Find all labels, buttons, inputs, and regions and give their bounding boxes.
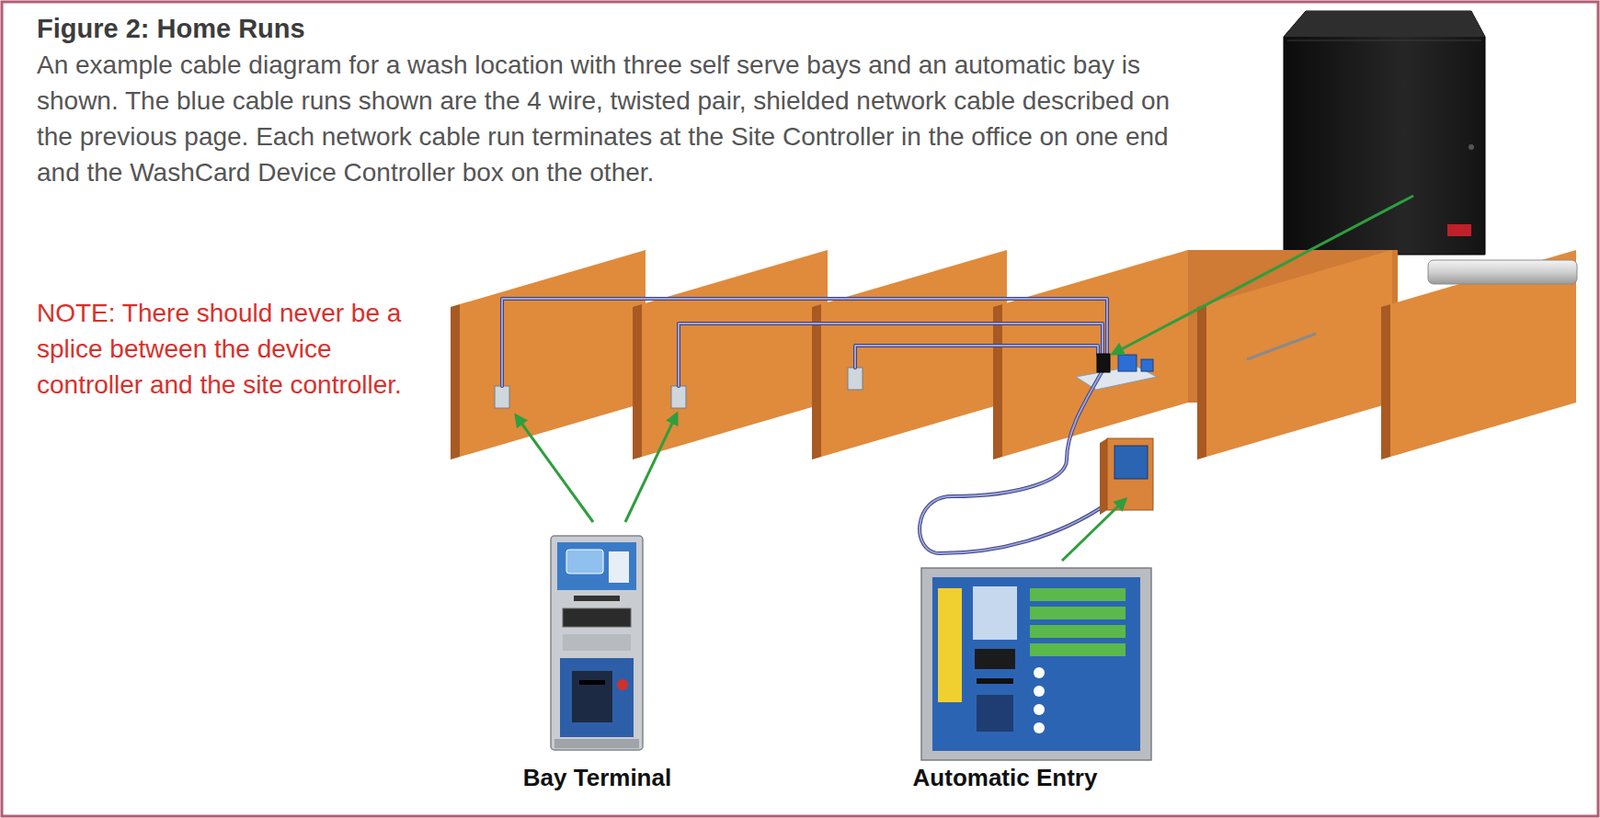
- bay-terminal-picture: [550, 536, 643, 751]
- wall: [811, 250, 1007, 460]
- network-cable: [502, 298, 1108, 387]
- pedestal-side: [1099, 438, 1108, 515]
- header-graphic: [608, 551, 629, 583]
- wash-option: [1029, 625, 1126, 639]
- pointer-arrow: [625, 413, 677, 523]
- equipment-box: [1118, 354, 1137, 372]
- device-controller: [494, 386, 510, 409]
- entry-button: [1033, 704, 1045, 716]
- entry-button: [1033, 722, 1045, 734]
- cabinet-seam: [1287, 40, 1482, 42]
- entry-frame: [921, 568, 1152, 761]
- wall-end: [632, 304, 642, 460]
- wash-option: [1029, 606, 1126, 620]
- wall: [993, 250, 1189, 460]
- wall: [450, 250, 646, 460]
- wall-face: [1390, 250, 1577, 458]
- wall: [1381, 250, 1577, 460]
- equipment-box: [1141, 359, 1154, 372]
- wall-face: [821, 250, 1007, 458]
- bill-acceptor: [571, 671, 613, 723]
- wall-face: [459, 250, 646, 458]
- figure-title: Figure 2: Home Runs: [36, 11, 306, 47]
- terminal-base: [554, 739, 640, 749]
- entry-graphic: [972, 586, 1018, 640]
- keypad-strip: [562, 634, 631, 652]
- wall-end: [811, 304, 822, 460]
- wash-gantry: [1428, 260, 1578, 285]
- network-cable: [678, 323, 1103, 387]
- network-cable: [678, 323, 1103, 387]
- bill-slot: [579, 680, 606, 686]
- terminal-housing: [550, 536, 643, 751]
- guide-pole: [1246, 333, 1316, 360]
- network-cable: [919, 372, 1108, 554]
- network-cable: [502, 298, 1108, 387]
- bill-acceptor-panel: [560, 658, 634, 738]
- automatic-entry-picture: [921, 568, 1152, 761]
- wall-end: [993, 304, 1003, 460]
- entry-button: [1033, 667, 1045, 679]
- description-text: An example cable diagram for a wash loca…: [36, 46, 1207, 191]
- entry-panel: [932, 577, 1141, 752]
- cabinet-logo: [1447, 224, 1472, 237]
- note-text: NOTE: There should never be a splice bet…: [36, 295, 405, 403]
- network-cable: [919, 372, 1108, 554]
- pointer-arrow: [515, 415, 594, 523]
- network-cable: [855, 345, 1098, 368]
- entry-strip: [937, 588, 962, 703]
- picture-caption: Automatic Entry: [890, 763, 1120, 793]
- picture-caption: Bay Terminal: [517, 763, 677, 793]
- wall-face: [1206, 250, 1393, 458]
- network-cable: [855, 345, 1098, 368]
- wall-end: [450, 304, 460, 460]
- entry-card-slot: [976, 678, 1014, 685]
- wall: [1197, 250, 1393, 460]
- pointer-arrow: [1062, 499, 1126, 561]
- wall-end: [1381, 304, 1391, 460]
- pointer-arrow: [1112, 195, 1414, 355]
- site-controller: [1283, 11, 1486, 255]
- cabinet-lock: [1468, 144, 1475, 150]
- entry-bill-acceptor: [976, 695, 1014, 732]
- site-controller-box: [1097, 354, 1110, 373]
- wall-top: [1381, 250, 1577, 308]
- entry-pedestal: [1107, 438, 1154, 511]
- terminal-button: [617, 679, 629, 691]
- wash-option: [1029, 588, 1126, 602]
- entry-button: [1033, 685, 1045, 698]
- wall-face: [1002, 250, 1189, 458]
- device-controller: [847, 367, 863, 390]
- pedestal-panel: [1114, 445, 1148, 480]
- cabinet-top: [1283, 11, 1486, 37]
- wall-end: [1197, 304, 1207, 460]
- picture-space: [890, 564, 1120, 764]
- picture-node: Bay Terminal: [517, 531, 677, 793]
- card-graphic: [566, 549, 604, 574]
- terminal-display: [562, 608, 631, 628]
- entry-display: [974, 649, 1016, 670]
- card-slot: [573, 595, 620, 602]
- wall: [632, 250, 828, 460]
- wash-option: [1029, 643, 1126, 657]
- picture-space: [517, 531, 677, 764]
- terminal-header: [557, 542, 637, 591]
- device-controller: [671, 386, 686, 409]
- picture-node: Automatic Entry: [890, 564, 1120, 793]
